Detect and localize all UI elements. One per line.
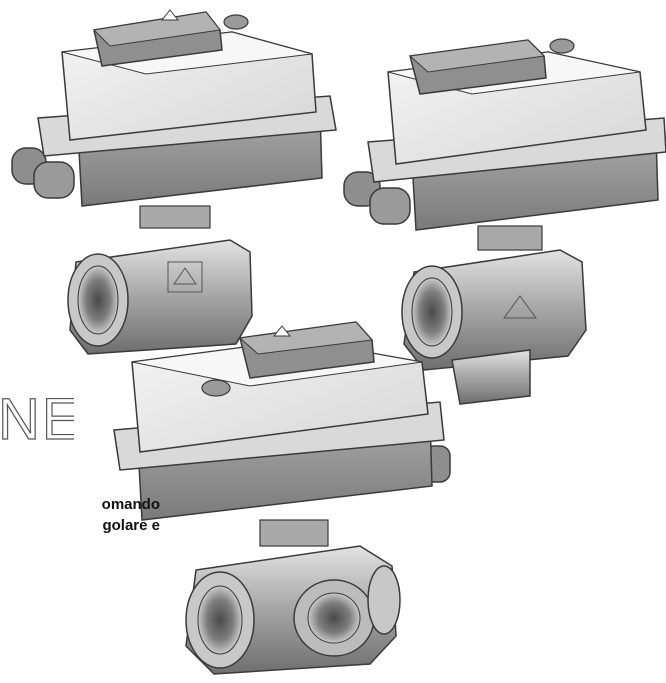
description-line-1: omando xyxy=(101,496,160,513)
three-way-valve-body xyxy=(401,249,587,405)
two-way-valve-actuator xyxy=(11,9,337,229)
section-heading-fragment: NE xyxy=(0,392,74,448)
two-way-valve-body xyxy=(67,239,253,355)
heading-text: NE xyxy=(0,392,74,448)
description-line-2: golare e xyxy=(102,517,160,534)
three-way-valve-actuator xyxy=(343,38,666,251)
multi-way-valve-actuator xyxy=(113,321,451,547)
multi-way-valve-body xyxy=(185,545,401,675)
